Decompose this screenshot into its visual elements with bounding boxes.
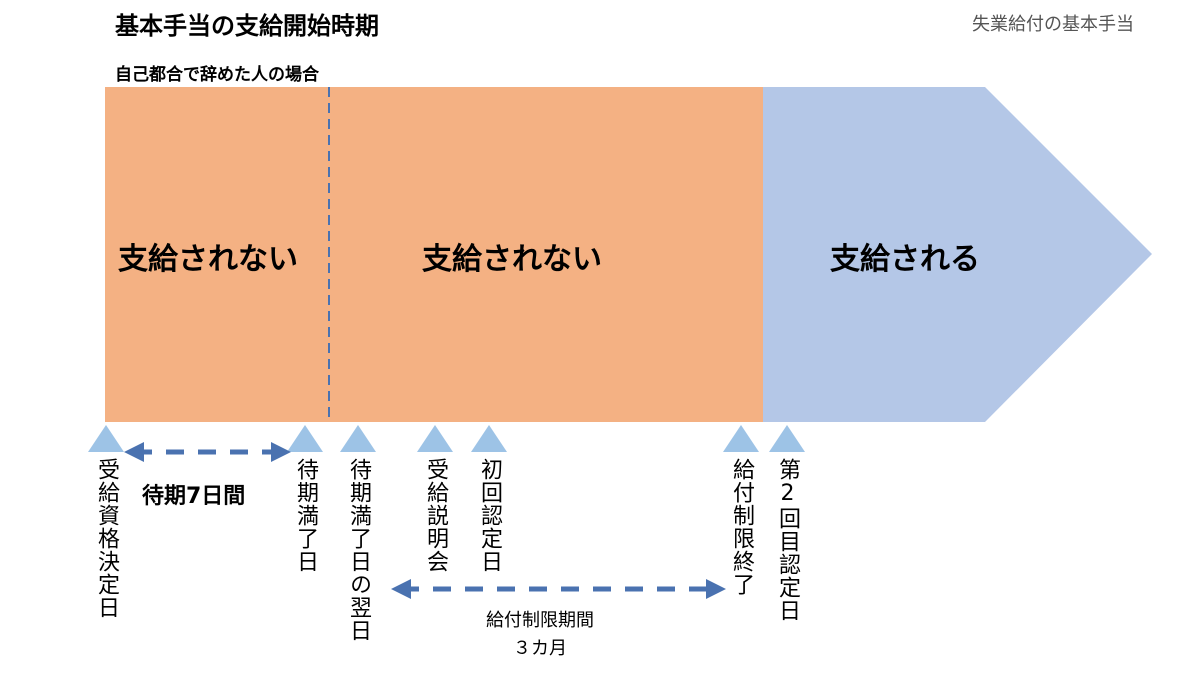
milestone-label: 第2回目認定日 [775,458,800,622]
triangle-marker-icon [723,425,759,452]
triangle-marker-icon [287,425,323,452]
restriction-duration-label: ３カ月 [513,638,567,659]
not-paid-block [105,87,764,422]
triangle-marker-icon [471,425,507,452]
restriction-period-label: 給付制限期間 [486,610,594,631]
milestone-label: 初回認定日 [477,458,502,573]
paid-arrow-block [763,87,1152,422]
milestone-label: 受給資格決定日 [94,458,119,619]
zone-label-waiting: 支給されない [118,242,298,277]
page-title: 基本手当の支給開始時期 [115,12,379,40]
case-subtitle: 自己都合で辞めた人の場合 [115,65,319,85]
milestone-label: 給付制限終了 [729,458,754,596]
milestone-label: 受給説明会 [423,458,448,573]
corner-label: 失業給付の基本手当 [972,14,1134,35]
milestone-label: 待期満了日の翌日 [346,458,371,642]
triangle-marker-icon [769,425,805,452]
zone-label-restriction: 支給されない [422,242,602,277]
triangle-marker-icon [340,425,376,452]
triangle-marker-icon [88,425,124,452]
zone-label-paid: 支給される [830,242,980,277]
milestone-label: 待期満了日 [293,458,318,573]
milestone-markers [88,425,805,452]
triangle-marker-icon [417,425,453,452]
waiting-period-label: 待期7日間 [142,484,246,509]
